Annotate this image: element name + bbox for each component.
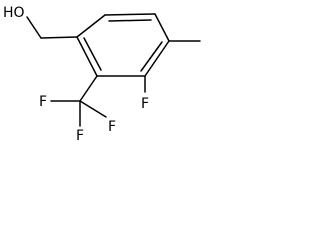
hydroxyl-label: HO	[3, 5, 25, 21]
bond-ring-cf3	[79, 75, 98, 102]
bond-ch2-ring	[40, 36, 78, 39]
structure-diagram: HO F F F F	[3, 5, 201, 144]
ring-bond-c2-c3	[104, 13, 156, 16]
ring-bond-c6-c1	[76, 36, 98, 77]
ring-bond-c4-c5-inner	[140, 41, 163, 72]
ring-bond-c1-c2	[76, 14, 106, 38]
cf3-fluorine-left-label: F	[39, 94, 47, 110]
ring-bond-c3-c4	[154, 13, 170, 42]
cf3-fluorine-right-label: F	[108, 119, 116, 135]
bond-cf3-f-right	[79, 100, 107, 118]
ring-bond-c4-c5	[144, 40, 170, 77]
ring-fluorine-label: F	[141, 96, 149, 112]
bond-ch2-oh	[26, 16, 42, 39]
ring-bond-c6-c1-inner	[83, 37, 102, 71]
ring-bond-c2-c3-inner	[108, 19, 152, 22]
cf3-fluorine-bottom-label: F	[76, 128, 84, 144]
benzene-ring	[76, 13, 170, 77]
